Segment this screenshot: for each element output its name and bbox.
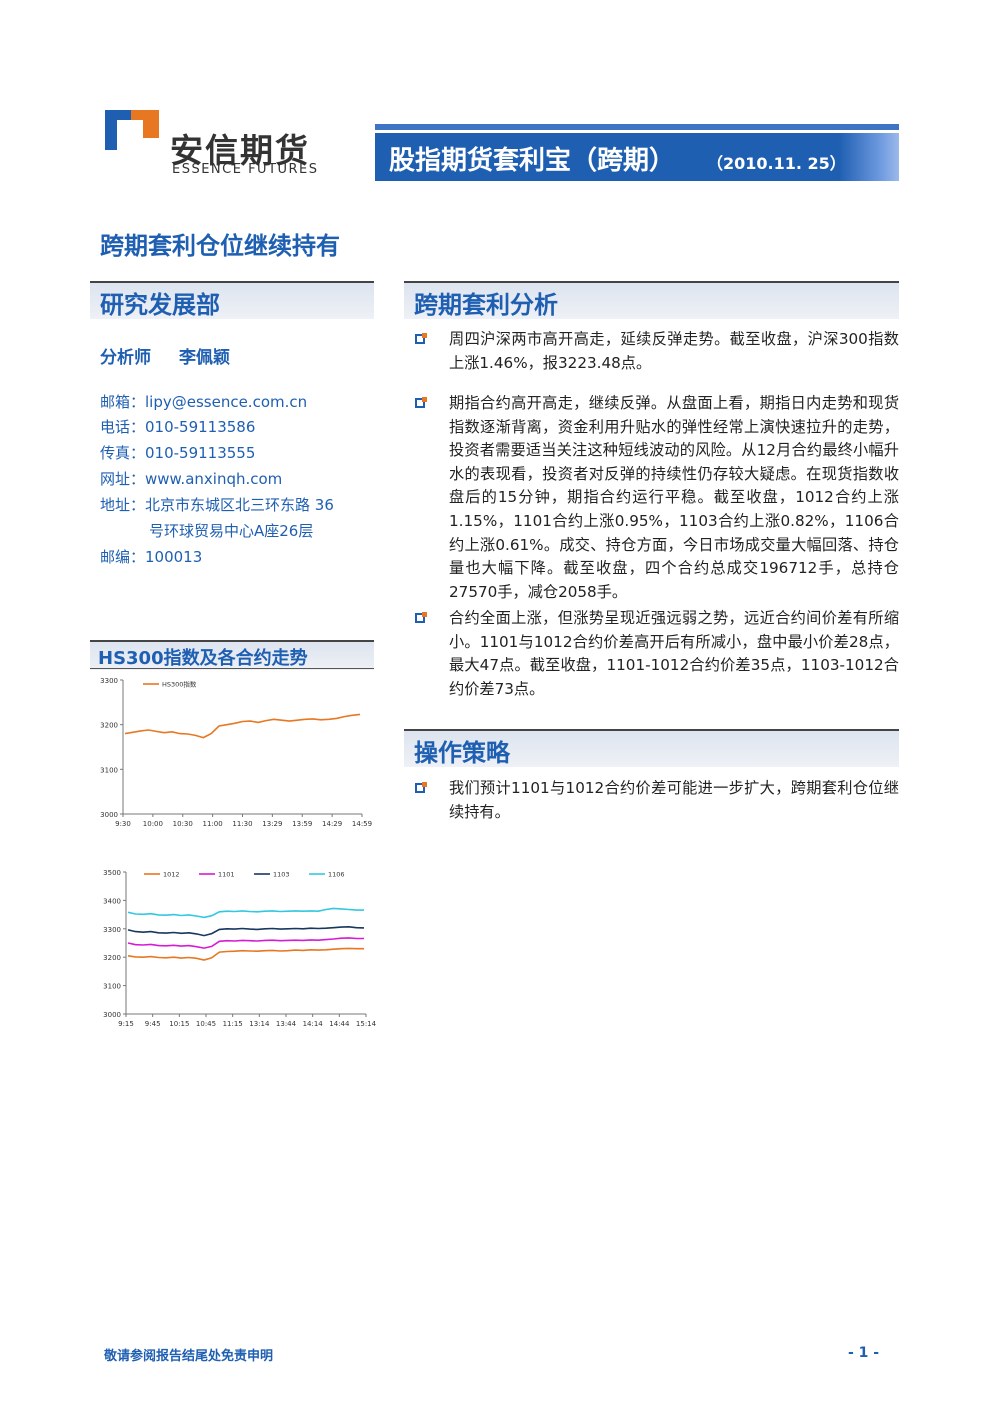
banner-top-line bbox=[375, 124, 899, 130]
section-header-research: 研究发展部 bbox=[90, 281, 374, 319]
series-line-1103 bbox=[127, 925, 365, 937]
bullet-icon bbox=[415, 612, 427, 623]
x-tick-label: 9:15 bbox=[118, 1020, 134, 1028]
page-number: - 1 - bbox=[848, 1345, 880, 1361]
analysis-paragraph: 周四沪深两市高开高走，延续反弹走势。截至收盘，沪深300指数上涨1.46%，报3… bbox=[449, 330, 899, 372]
y-tick-label: 3200 bbox=[100, 722, 118, 730]
section-title-strategy: 操作策略 bbox=[414, 739, 510, 767]
page-title: 跨期套利仓位继续持有 bbox=[100, 232, 340, 260]
company-logo-icon bbox=[105, 110, 159, 160]
series-line-1012 bbox=[127, 947, 364, 961]
analyst-name: 李佩颖 bbox=[179, 348, 230, 368]
contracts-chart: 3000 3100 3200 3300 3400 3500 9:15 9:45 10:15 10:… bbox=[103, 869, 377, 1028]
analysis-paragraph: 合约全面上涨，但涨势呈现近强远弱之势，远近合约间价差有所缩小。1101与1012… bbox=[449, 609, 899, 698]
x-tick-label: 13:14 bbox=[249, 1020, 270, 1028]
x-tick-label: 11:30 bbox=[232, 820, 252, 828]
series-line-1101 bbox=[127, 937, 364, 949]
y-tick-label: 3000 bbox=[100, 811, 118, 819]
section-header-strategy: 操作策略 bbox=[404, 729, 899, 767]
contact-phone: 电话：010-59113586 bbox=[100, 418, 256, 436]
x-tick-label: 14:44 bbox=[329, 1020, 350, 1028]
x-tick-label: 9:30 bbox=[115, 820, 131, 828]
strategy-paragraph: 我们预计1101与1012合约价差可能进一步扩大，跨期套利仓位继续持有。 bbox=[449, 779, 899, 821]
x-tick-label: 11:00 bbox=[203, 820, 223, 828]
contact-address-line2: 号环球贸易中心A座26层 bbox=[149, 522, 314, 540]
legend-label: HS300指数 bbox=[162, 680, 197, 689]
contact-address: 地址：北京市东城区北三环东路 36 bbox=[100, 496, 334, 514]
contact-email[interactable]: 邮箱：lipy@essence.com.cn bbox=[100, 393, 308, 411]
logo-english-text: ESSENCE FUTURES bbox=[172, 162, 319, 177]
chart-section-title: HS300指数及各合约走势 bbox=[98, 648, 308, 669]
bullet-icon bbox=[415, 782, 427, 793]
logo-chinese-text: 安信期货 bbox=[170, 131, 310, 170]
section-title-research: 研究发展部 bbox=[100, 291, 220, 319]
contact-postcode: 邮编：100013 bbox=[100, 548, 203, 566]
legend-label: 1101 bbox=[218, 871, 235, 879]
x-tick-label: 10:00 bbox=[143, 820, 163, 828]
y-tick-label: 3000 bbox=[103, 1011, 121, 1019]
x-tick-label: 13:44 bbox=[276, 1020, 297, 1028]
bullet-icon bbox=[415, 333, 427, 344]
divider bbox=[90, 668, 374, 669]
footer-disclaimer: 敬请参阅报告结尾处免责申明 bbox=[104, 1349, 274, 1364]
x-tick-label: 9:45 bbox=[145, 1020, 161, 1028]
report-date: （2010.11. 25） bbox=[707, 154, 846, 173]
y-tick-label: 3200 bbox=[103, 954, 121, 962]
y-tick-label: 3300 bbox=[100, 677, 118, 685]
y-tick-label: 3400 bbox=[103, 897, 121, 905]
x-tick-label: 14:29 bbox=[322, 820, 342, 828]
analysis-paragraph: 期指合约高开高走，继续反弹。从盘面上看，期指日内走势和现货指数逐渐背离，资金利用… bbox=[449, 394, 899, 601]
y-tick-label: 3500 bbox=[103, 869, 121, 877]
x-tick-label: 10:45 bbox=[196, 1020, 216, 1028]
legend-label: 1103 bbox=[273, 871, 290, 879]
y-tick-label: 3300 bbox=[103, 926, 121, 934]
analyst-label: 分析师 bbox=[100, 348, 151, 368]
bullet-icon bbox=[415, 397, 427, 408]
report-title: 股指期货套利宝（跨期） bbox=[389, 146, 676, 176]
y-tick-label: 3100 bbox=[100, 766, 118, 774]
banner-gradient bbox=[839, 133, 899, 181]
series-line-HS300指数 bbox=[124, 713, 361, 739]
x-tick-label: 14:14 bbox=[303, 1020, 324, 1028]
section-header-analysis: 跨期套利分析 bbox=[404, 281, 899, 319]
legend-label: 1012 bbox=[163, 871, 180, 879]
y-tick-label: 3100 bbox=[103, 983, 121, 991]
x-tick-label: 14:59 bbox=[352, 820, 372, 828]
contact-fax: 传真：010-59113555 bbox=[100, 444, 256, 462]
section-title-analysis: 跨期套利分析 bbox=[414, 291, 558, 319]
x-tick-label: 11:15 bbox=[223, 1020, 243, 1028]
x-tick-label: 10:15 bbox=[169, 1020, 189, 1028]
hs300-chart: 3000 3100 3200 3300 9:30 10:00 10:30 11:00 11:30… bbox=[100, 677, 372, 828]
x-tick-label: 10:30 bbox=[173, 820, 193, 828]
x-tick-label: 13:29 bbox=[262, 820, 282, 828]
chart-section-header: HS300指数及各合约走势 bbox=[90, 640, 374, 670]
analyst-line: 分析师 李佩颖 bbox=[100, 343, 230, 368]
report-banner: 股指期货套利宝（跨期） （2010.11. 25） bbox=[375, 133, 899, 181]
x-tick-label: 13:59 bbox=[292, 820, 312, 828]
series-line-1106 bbox=[127, 907, 364, 919]
legend-label: 1106 bbox=[328, 871, 345, 879]
x-tick-label: 15:14 bbox=[356, 1020, 377, 1028]
contact-website[interactable]: 网址：www.anxinqh.com bbox=[100, 470, 283, 488]
